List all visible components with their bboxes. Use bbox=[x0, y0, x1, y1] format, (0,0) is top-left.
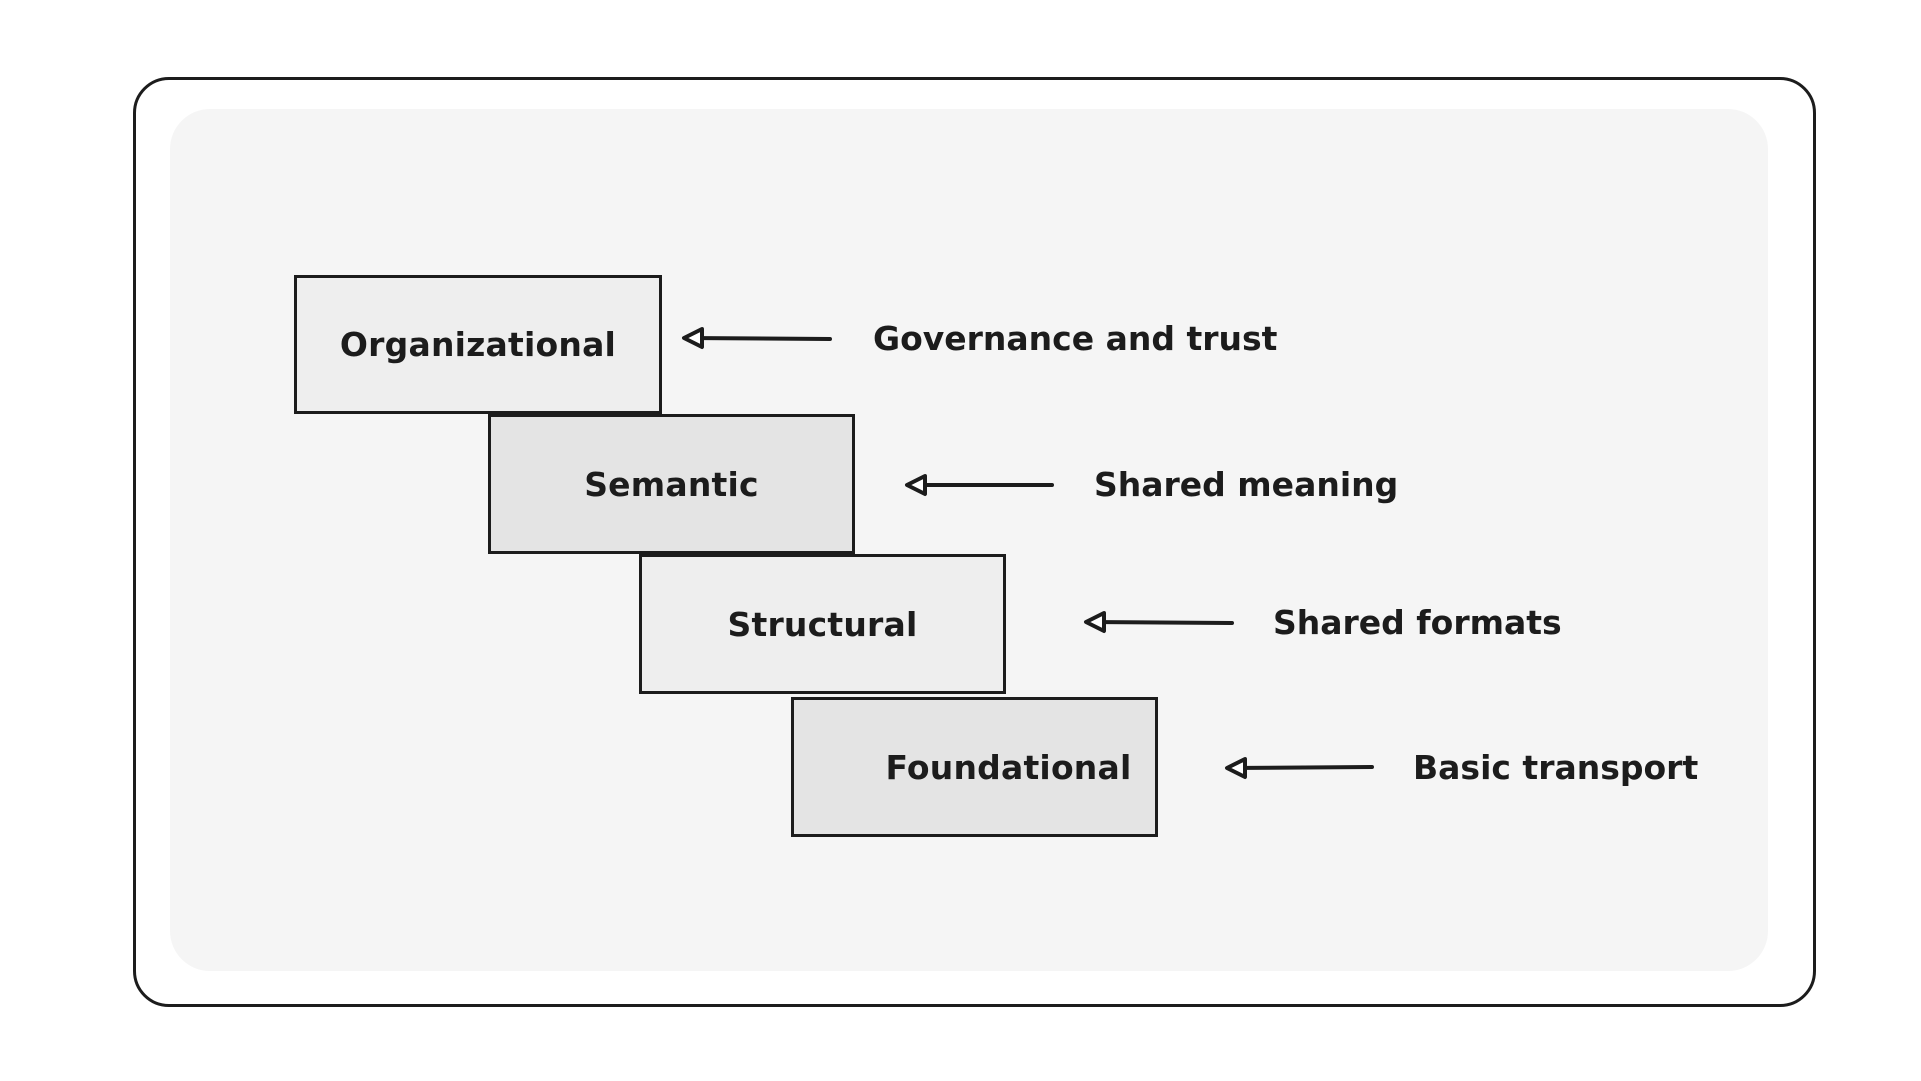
layer-semantic-label: Semantic bbox=[584, 464, 759, 504]
note-governance: Governance and trust bbox=[873, 319, 1278, 358]
layer-semantic-box: Semantic bbox=[488, 414, 855, 554]
layer-structural-label: Structural bbox=[727, 604, 918, 644]
diagram-panel bbox=[170, 109, 1768, 971]
note-basic-transport: Basic transport bbox=[1413, 748, 1699, 787]
layer-foundational-box: Foundational bbox=[791, 697, 1158, 837]
layer-organizational-label: Organizational bbox=[339, 325, 617, 364]
layer-organizational-box: Organizational bbox=[294, 275, 662, 414]
layer-structural-box: Structural bbox=[639, 554, 1006, 694]
note-shared-formats: Shared formats bbox=[1273, 603, 1562, 642]
layer-foundational-label: Foundational bbox=[885, 747, 1132, 787]
note-shared-meaning: Shared meaning bbox=[1094, 465, 1399, 504]
